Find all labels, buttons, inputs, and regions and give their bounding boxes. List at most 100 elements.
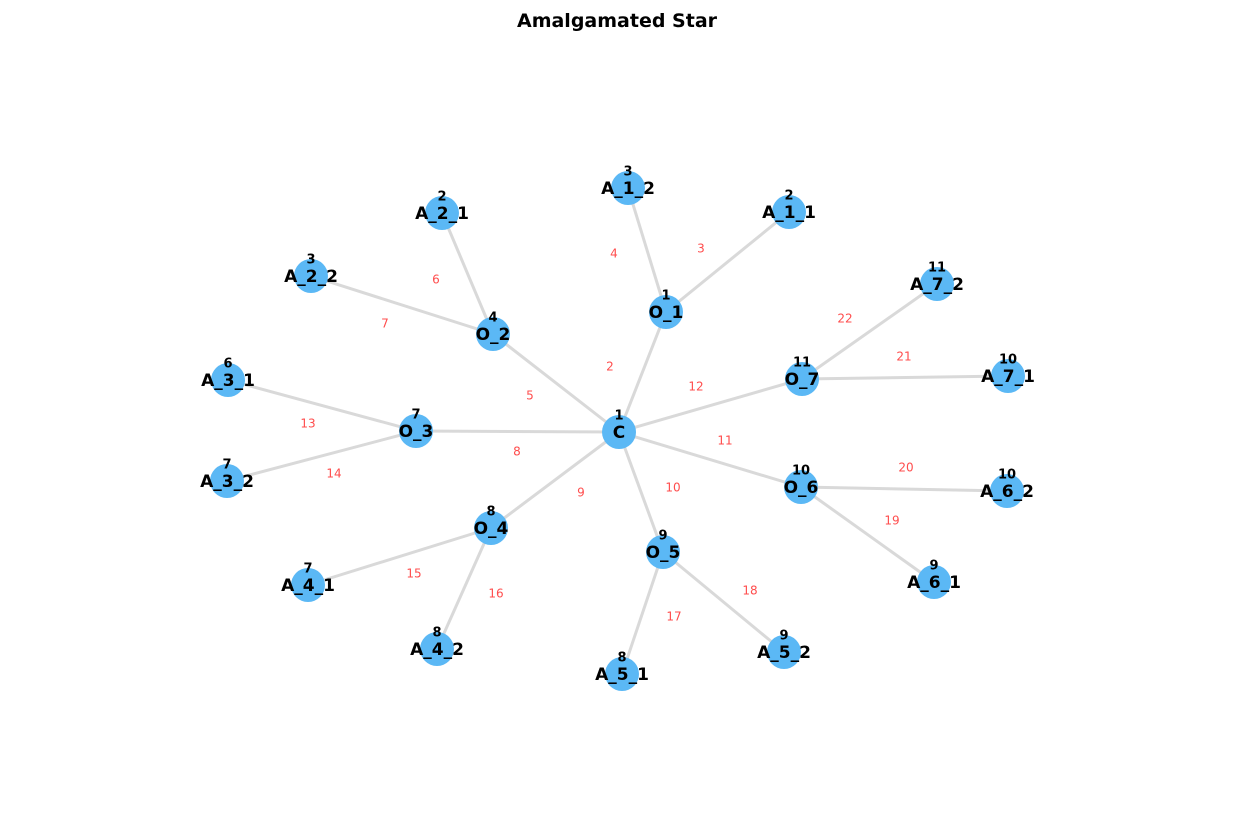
node-circle xyxy=(474,511,508,545)
node-a-2-2: A_2_23 xyxy=(284,253,338,293)
edge-label-c-o-4: 9 xyxy=(577,486,585,500)
edge-c-o-1 xyxy=(617,311,668,433)
node-circle xyxy=(602,415,636,449)
node-circle xyxy=(476,317,510,351)
node-label: C xyxy=(613,423,625,443)
node-circle xyxy=(611,171,645,205)
node-number: 2 xyxy=(784,189,793,204)
node-label: A_7_1 xyxy=(981,367,1035,387)
node-label: A_4_1 xyxy=(281,576,335,596)
node-a-3-2: A_3_27 xyxy=(200,458,254,498)
edge-label-o-6-a-6-2: 20 xyxy=(898,461,913,475)
node-label: A_1_2 xyxy=(601,179,655,199)
edge-o-6-a-6-1 xyxy=(800,485,935,584)
node-circle xyxy=(767,635,801,669)
node-circle xyxy=(646,535,680,569)
node-circle xyxy=(399,414,433,448)
edge-c-o-4 xyxy=(490,430,620,530)
edges-layer xyxy=(226,187,1009,675)
node-o-7: O_711 xyxy=(785,356,820,396)
node-label: O_6 xyxy=(784,478,819,498)
edge-c-o-6 xyxy=(618,430,802,489)
node-label: O_7 xyxy=(785,370,820,390)
node-number: 8 xyxy=(617,651,626,666)
node-a-5-2: A_5_29 xyxy=(757,629,811,669)
edge-o-7-a-7-2 xyxy=(801,282,938,381)
edge-label-o-2-a-2-2: 7 xyxy=(381,317,389,331)
node-label: A_3_1 xyxy=(201,371,255,391)
edge-c-o-5 xyxy=(617,431,665,553)
node-label: A_2_1 xyxy=(415,204,469,224)
node-o-2: O_24 xyxy=(476,311,511,351)
node-label: A_7_2 xyxy=(910,275,964,295)
edge-label-o-2-a-2-1: 6 xyxy=(432,273,440,287)
node-a-6-2: A_6_210 xyxy=(980,468,1034,508)
edge-label-o-5-a-5-1: 17 xyxy=(666,610,681,624)
edge-o-4-a-4-2 xyxy=(435,527,493,650)
edge-label-o-5-a-5-2: 18 xyxy=(742,584,757,598)
node-o-4: O_48 xyxy=(474,505,509,545)
node-a-4-2: A_4_28 xyxy=(410,626,464,666)
edge-c-o-7 xyxy=(618,377,803,434)
node-label: A_3_2 xyxy=(200,472,254,492)
node-a-2-1: A_2_12 xyxy=(415,190,469,230)
node-number: 10 xyxy=(999,353,1017,368)
edge-o-1-a-1-2 xyxy=(626,187,668,313)
edge-o-1-a-1-1 xyxy=(665,210,790,314)
edge-o-2-a-2-1 xyxy=(440,212,495,335)
edge-o-7-a-7-1 xyxy=(801,374,1009,381)
edge-label-c-o-3: 8 xyxy=(513,445,521,459)
node-number: 11 xyxy=(793,356,811,371)
node-label: A_6_2 xyxy=(980,482,1034,502)
edge-o-6-a-6-2 xyxy=(800,485,1008,493)
node-o-5: O_59 xyxy=(646,529,681,569)
node-number: 10 xyxy=(792,464,810,479)
node-label: O_2 xyxy=(476,325,511,345)
node-label: O_4 xyxy=(474,519,509,539)
edge-label-o-4-a-4-2: 16 xyxy=(488,587,503,601)
node-a-4-1: A_4_17 xyxy=(281,562,335,602)
node-circle xyxy=(210,464,244,498)
node-a-1-1: A_1_12 xyxy=(762,189,816,229)
edge-o-3-a-3-2 xyxy=(226,429,417,483)
edge-label-o-7-a-7-2: 22 xyxy=(837,312,852,326)
edge-label-c-o-1: 2 xyxy=(606,360,614,374)
node-circle xyxy=(991,359,1025,393)
node-a-6-1: A_6_19 xyxy=(907,559,961,599)
node-circle xyxy=(420,632,454,666)
node-number: 7 xyxy=(411,408,420,423)
node-circle xyxy=(920,267,954,301)
node-a-7-1: A_7_110 xyxy=(981,353,1035,393)
node-number: 7 xyxy=(222,458,231,473)
edge-label-o-7-a-7-1: 21 xyxy=(896,350,911,364)
edge-label-o-6-a-6-1: 19 xyxy=(884,514,899,528)
node-circle xyxy=(785,362,819,396)
node-circle xyxy=(784,470,818,504)
node-circle xyxy=(772,195,806,229)
node-circle xyxy=(917,565,951,599)
edge-label-o-4-a-4-1: 15 xyxy=(406,567,421,581)
node-label: O_5 xyxy=(646,543,681,563)
edge-o-2-a-2-2 xyxy=(310,274,494,336)
node-a-7-2: A_7_211 xyxy=(910,261,964,301)
node-label: A_1_1 xyxy=(762,203,816,223)
node-number: 3 xyxy=(306,253,315,268)
node-circle xyxy=(990,474,1024,508)
node-o-1: O_11 xyxy=(649,289,683,329)
diagram-title: Amalgamated Star xyxy=(516,10,718,32)
edge-label-c-o-2: 5 xyxy=(526,389,534,403)
node-label: A_6_1 xyxy=(907,573,961,593)
node-number: 9 xyxy=(658,529,667,544)
edge-o-4-a-4-1 xyxy=(307,526,492,587)
edge-label-o-3-a-3-2: 14 xyxy=(326,467,341,481)
node-number: 2 xyxy=(437,190,446,205)
node-o-3: O_37 xyxy=(399,408,433,448)
node-number: 11 xyxy=(928,261,946,276)
edge-label-c-o-7: 12 xyxy=(688,380,703,394)
node-o-6: O_610 xyxy=(784,464,819,504)
node-number: 8 xyxy=(432,626,441,641)
node-number: 1 xyxy=(661,289,670,304)
node-label: A_5_1 xyxy=(595,665,649,685)
